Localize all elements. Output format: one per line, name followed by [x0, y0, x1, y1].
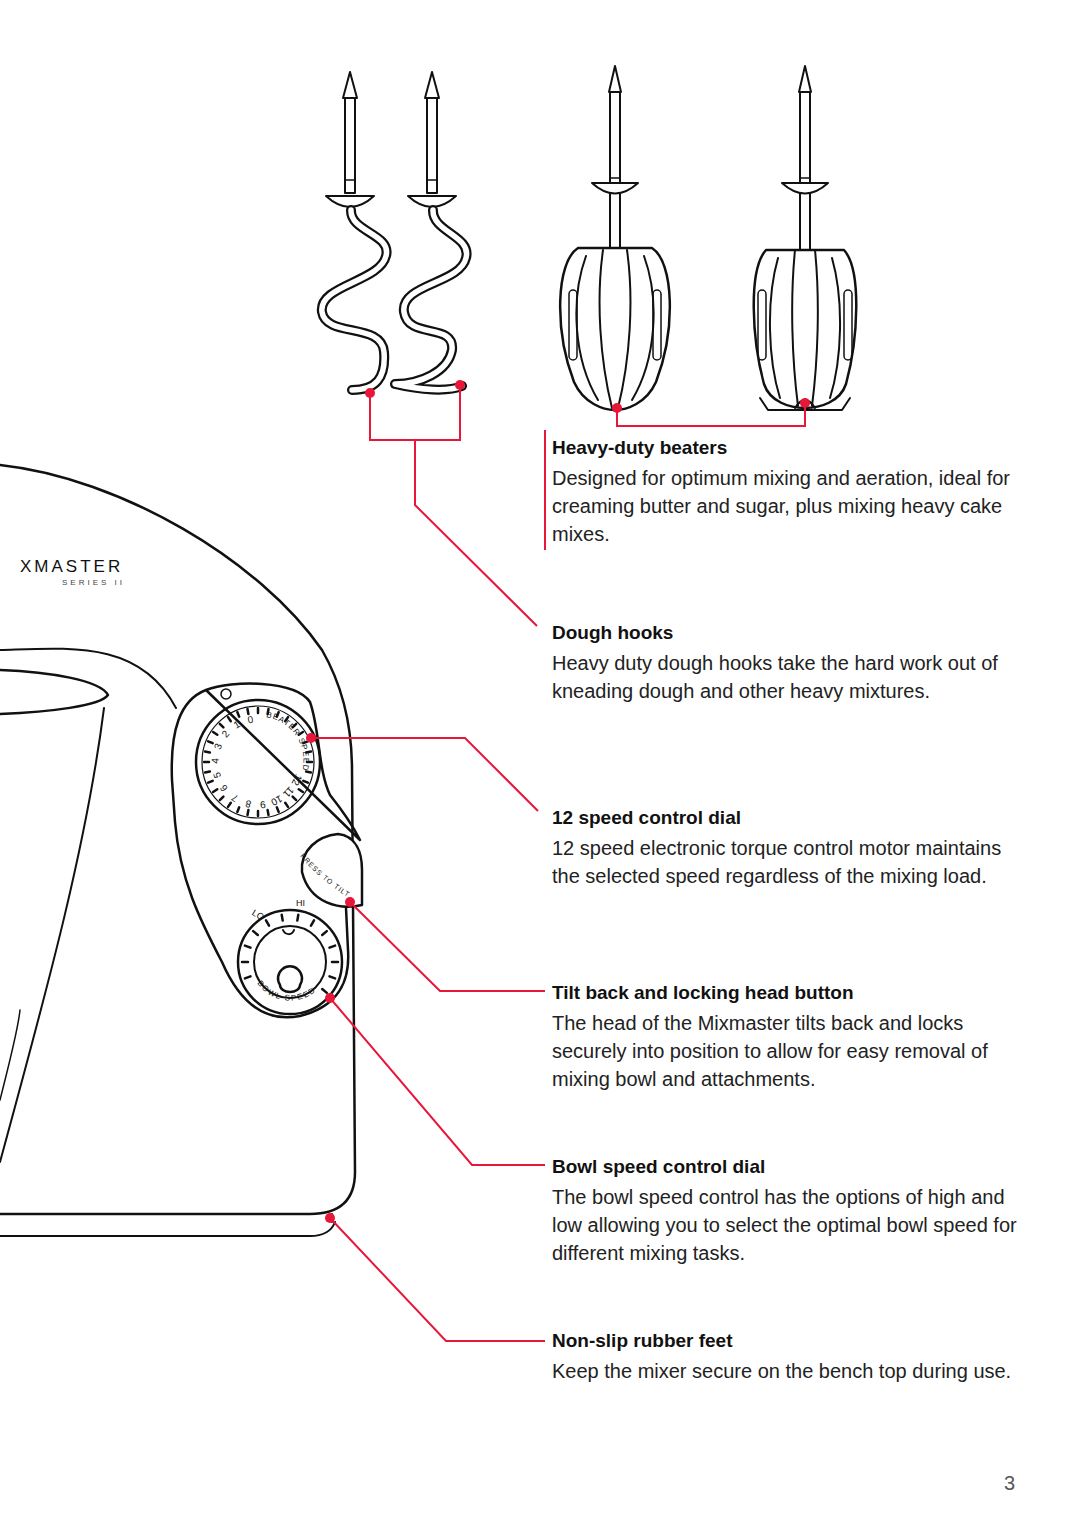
callout-body: The head of the Mixmaster tilts back and…: [552, 1009, 1022, 1093]
dough-hook: [395, 72, 467, 390]
dial-number: 6: [218, 782, 230, 793]
callout-heading: 12 speed control dial: [552, 806, 1022, 830]
callout-body: Keep the mixer secure on the bench top d…: [552, 1357, 1022, 1385]
dial-setting: HI: [296, 898, 305, 908]
callout-heading: Bowl speed control dial: [552, 1155, 1022, 1179]
callout-text: 12 speed control dial 12 speed electronic…: [552, 806, 1022, 890]
tilt-button: [302, 834, 362, 907]
brand-name: XMASTER: [20, 557, 123, 576]
svg-text:PRESS TO TILT: PRESS TO TILT: [299, 852, 351, 898]
tick-mark: [299, 789, 303, 792]
tick-mark: [204, 761, 209, 764]
tick-mark: [311, 920, 314, 925]
tick-mark: [330, 946, 336, 948]
tick-mark: [228, 717, 231, 721]
beater: [754, 66, 857, 410]
callout-heading: Dough hooks: [552, 621, 1022, 645]
series-mark: SERIES II: [62, 578, 125, 587]
tick-mark: [220, 724, 224, 728]
tick-mark: [208, 781, 213, 783]
tick-mark: [303, 781, 308, 783]
dial-label: BEATER SPEED: [266, 710, 311, 772]
callout-body: 12 speed electronic torque control motor…: [552, 834, 1022, 890]
tick-mark: [257, 811, 260, 816]
tick-mark: [293, 797, 297, 801]
tick-mark: [208, 741, 213, 743]
callout-text: Bowl speed control dialThe bowl speed co…: [552, 1155, 1022, 1267]
callout-body: The bowl speed control has the options o…: [552, 1183, 1022, 1267]
tick-mark: [237, 807, 239, 812]
callout-text: Tilt back and locking head buttonThe hea…: [552, 981, 1022, 1093]
tick-mark: [205, 770, 210, 773]
callout-text: Dough hooksHeavy duty dough hooks take t…: [552, 621, 1022, 705]
tick-mark: [253, 931, 258, 935]
dial-number: 11: [281, 785, 296, 800]
tick-mark: [322, 989, 327, 993]
dial-label: BOWL SPEED: [255, 979, 318, 1003]
dial-number: 2: [219, 728, 231, 740]
tick-mark: [266, 920, 269, 925]
svg-text:BOWL SPEED: BOWL SPEED: [255, 979, 318, 1003]
beater: [560, 66, 670, 410]
tick-mark: [285, 803, 288, 807]
callout-heading: Tilt back and locking head button: [552, 981, 1022, 1005]
callout-text: Non-slip rubber feetKeep the mixer secur…: [552, 1329, 1022, 1385]
tick-mark: [213, 732, 217, 735]
tick-mark: [277, 807, 279, 812]
tick-mark: [246, 709, 249, 714]
dial-number: 12: [289, 773, 304, 788]
tick-mark: [213, 789, 217, 792]
callout-heading: Heavy-duty beaters: [552, 436, 1022, 460]
dial-number: 9: [259, 799, 266, 811]
dough-hook: [322, 72, 387, 390]
tick-mark: [237, 712, 239, 717]
tick-mark: [330, 976, 336, 978]
tick-mark: [266, 810, 269, 815]
tick-mark: [242, 961, 248, 964]
tick-mark: [282, 915, 283, 921]
dial-number: 10: [269, 793, 284, 808]
dial-number: 7: [229, 792, 240, 804]
dial-number: 1: [232, 718, 243, 731]
dial-number: 3: [212, 742, 224, 752]
svg-text:BEATER SPEED: BEATER SPEED: [266, 710, 311, 772]
tick-mark: [245, 976, 251, 978]
dial-number: 4: [209, 757, 220, 763]
page-number: 3: [1004, 1472, 1015, 1495]
tick-mark: [246, 810, 249, 815]
dial-number: 8: [244, 798, 252, 810]
dial-number: 5: [211, 771, 223, 780]
tick-mark: [257, 708, 260, 713]
tick-mark: [245, 946, 251, 948]
tick-mark: [297, 915, 298, 921]
callout-body: Designed for optimum mixing and aeration…: [552, 464, 1022, 548]
dial-setting: LO: [250, 908, 265, 923]
mixer-body: [0, 465, 362, 1236]
tick-mark: [332, 961, 338, 964]
button-label: PRESS TO TILT: [299, 852, 351, 898]
callout-heading: Non-slip rubber feet: [552, 1329, 1022, 1353]
tick-mark: [228, 803, 231, 807]
tick-mark: [322, 931, 327, 935]
tick-mark: [220, 797, 224, 801]
tick-mark: [205, 750, 210, 753]
dial-number: 0: [247, 714, 255, 726]
callout-text: Heavy-duty beatersDesigned for optimum m…: [552, 436, 1022, 548]
callout-body: Heavy duty dough hooks take the hard wor…: [552, 649, 1022, 705]
